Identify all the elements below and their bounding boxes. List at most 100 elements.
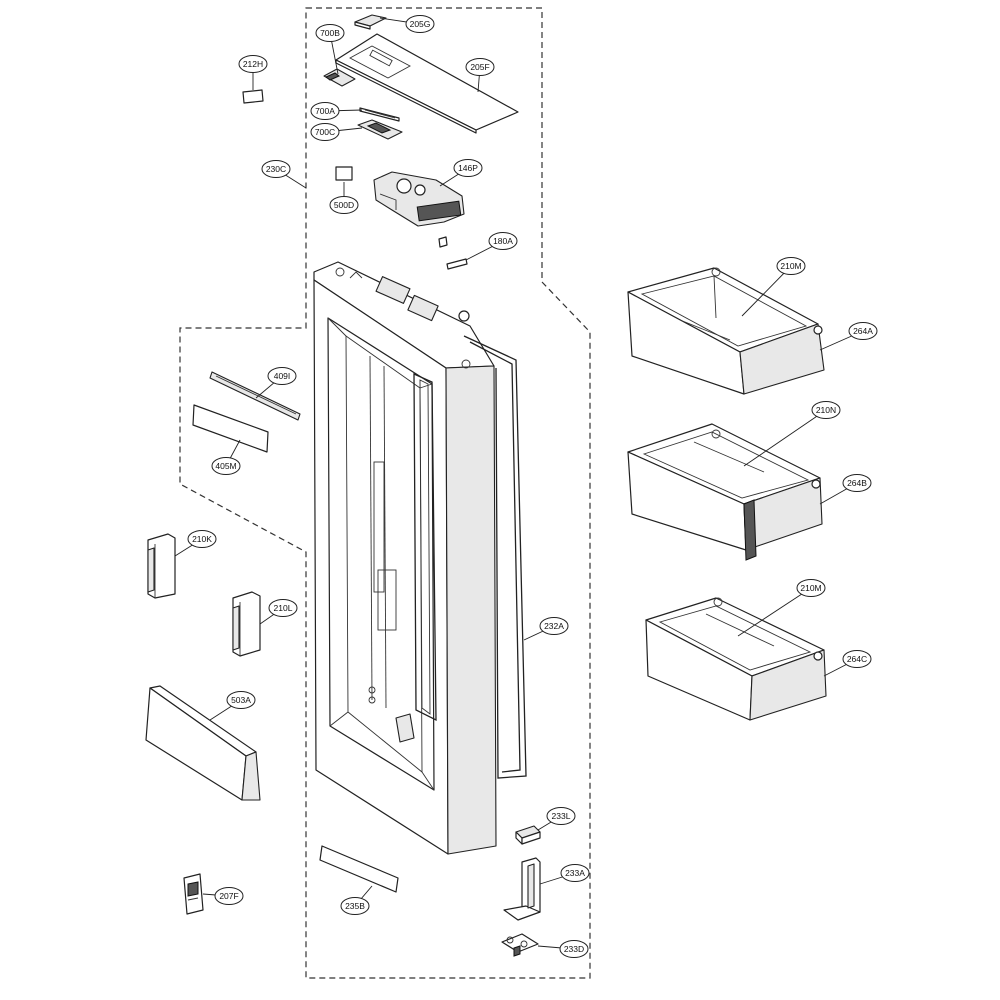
- part-500D: [335, 166, 353, 181]
- callout-oval: [796, 579, 826, 597]
- callout-205f: 205F: [465, 58, 495, 93]
- callout-label: 230C: [266, 164, 286, 174]
- callout-oval: [776, 257, 806, 275]
- leader-line: [741, 265, 792, 317]
- callout-264c: 264C: [823, 650, 872, 677]
- callout-205g: 205G: [379, 15, 435, 33]
- callout-409i: 409I: [255, 367, 297, 399]
- part-180A: [438, 236, 468, 270]
- callout-oval: [226, 691, 256, 709]
- callout-700b: 700B: [315, 24, 345, 75]
- part-207F: [183, 873, 204, 915]
- callout-oval: [187, 530, 217, 548]
- callout-label: 205F: [470, 62, 489, 72]
- part-700A: [359, 107, 400, 122]
- callout-oval: [340, 897, 370, 915]
- callout-oval: [238, 55, 268, 73]
- part-205F: [335, 33, 519, 134]
- callout-label: 210L: [274, 603, 293, 613]
- callout-oval: [310, 123, 340, 141]
- callout-oval: [842, 474, 872, 492]
- callout-233d: 233D: [537, 940, 589, 958]
- callout-label: 210M: [780, 261, 801, 271]
- callout-label: 180A: [493, 236, 513, 246]
- callout-230c: 230C: [261, 160, 307, 189]
- part-503A: [145, 685, 261, 801]
- callout-label: 210K: [192, 534, 212, 544]
- part-700B: [323, 68, 356, 87]
- callout-label: 235B: [345, 901, 365, 911]
- callout-label: 207F: [219, 891, 238, 901]
- part-405M: [192, 404, 269, 453]
- leader-line: [737, 587, 812, 637]
- part-205G: [354, 14, 387, 30]
- callout-oval: [405, 15, 435, 33]
- callout-label: 700C: [315, 127, 335, 137]
- part-210L: [232, 591, 261, 657]
- callout-180a: 180A: [465, 232, 518, 261]
- callout-label: 146P: [458, 163, 478, 173]
- callout-oval: [315, 24, 345, 42]
- leader-line: [743, 409, 827, 467]
- callout-label: 264C: [847, 654, 867, 664]
- callout-oval: [842, 650, 872, 668]
- callout-label: 233D: [564, 944, 584, 954]
- callout-label: 210M: [800, 583, 821, 593]
- callout-oval: [465, 58, 495, 76]
- callout-oval: [310, 102, 340, 120]
- callout-500d: 500D: [329, 182, 359, 214]
- callout-503a: 503A: [209, 691, 256, 721]
- part-210K: [147, 533, 176, 599]
- callout-264b: 264B: [819, 474, 872, 505]
- callout-210m-bottom: 210M: [737, 579, 826, 637]
- callout-oval: [488, 232, 518, 250]
- callout-207f: 207F: [202, 887, 244, 905]
- callout-layer: 205G 700B 205F 212H 700A 700C 230C 146P 500D 180A…: [174, 15, 878, 958]
- callout-235b: 235B: [340, 885, 373, 915]
- callout-label: 405M: [215, 461, 236, 471]
- callout-700c: 700C: [310, 123, 363, 141]
- callout-233l: 233L: [537, 807, 576, 831]
- callout-oval: [539, 617, 569, 635]
- part-212H: [242, 89, 264, 104]
- part-235B: [319, 845, 399, 893]
- callout-label: 210N: [816, 405, 836, 415]
- part-146P: [373, 171, 465, 227]
- part-233A: [503, 857, 541, 921]
- callout-232a: 232A: [523, 617, 569, 641]
- callout-405m: 405M: [211, 439, 241, 475]
- part-233L: [515, 825, 541, 845]
- callout-oval: [268, 599, 298, 617]
- callout-oval: [811, 401, 841, 419]
- part-232A-gasket: [413, 335, 527, 779]
- callout-264a: 264A: [819, 322, 878, 351]
- part-409I: [209, 371, 301, 421]
- part-264C-bin: [645, 597, 827, 721]
- callout-oval: [329, 196, 359, 214]
- callout-label: 212H: [243, 59, 263, 69]
- callout-oval: [261, 160, 291, 178]
- callout-label: 233L: [552, 811, 571, 821]
- callout-oval: [560, 864, 590, 882]
- callout-700a: 700A: [310, 102, 363, 120]
- callout-label: 205G: [410, 19, 431, 29]
- callout-oval: [453, 159, 483, 177]
- callout-210n: 210N: [743, 401, 841, 467]
- callout-oval: [559, 940, 589, 958]
- callout-label: 500D: [334, 200, 354, 210]
- callout-label: 503A: [231, 695, 251, 705]
- callout-label: 264A: [853, 326, 873, 336]
- callout-oval: [211, 457, 241, 475]
- callout-212h: 212H: [238, 55, 268, 90]
- part-233D: [501, 933, 539, 957]
- callout-210m-top: 210M: [741, 257, 806, 317]
- callout-oval: [546, 807, 576, 825]
- callout-label: 700B: [320, 28, 340, 38]
- callout-233a: 233A: [539, 864, 590, 885]
- callout-oval: [267, 367, 297, 385]
- callout-label: 233A: [565, 868, 585, 878]
- part-264B-bin: [627, 423, 823, 561]
- callout-210l: 210L: [259, 599, 298, 625]
- callout-label: 409I: [274, 371, 291, 381]
